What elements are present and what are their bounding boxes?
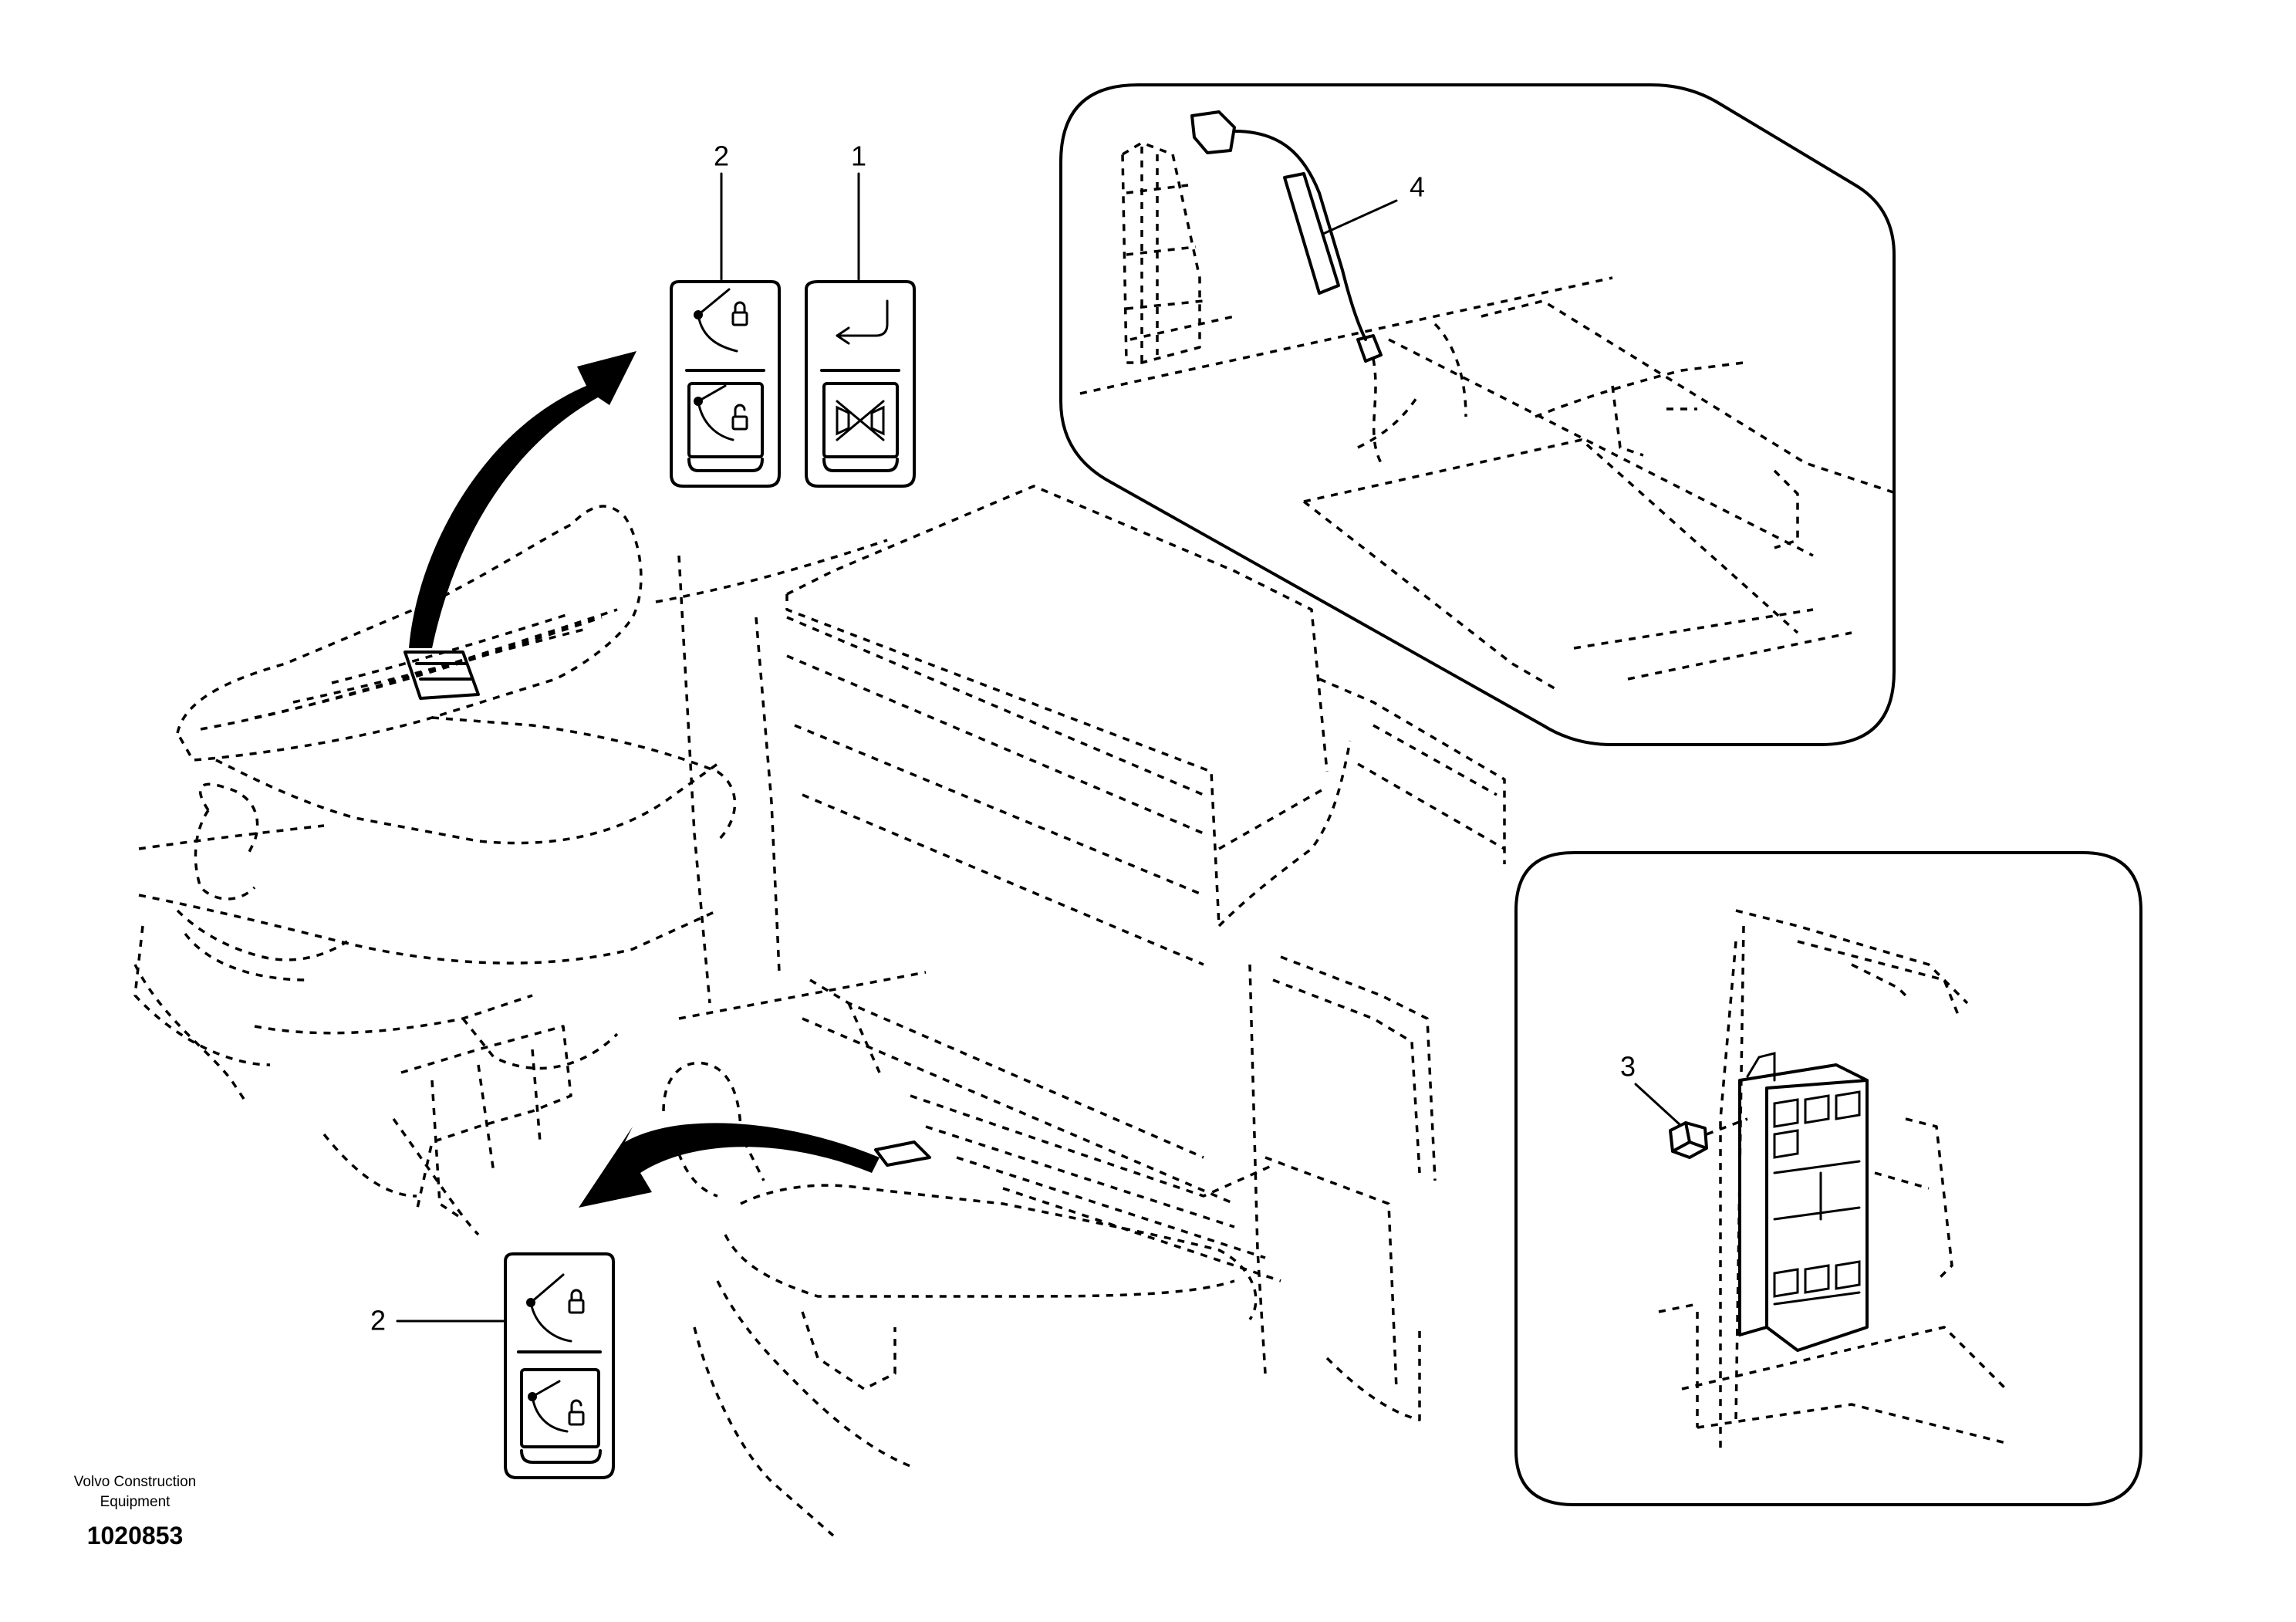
switch-item-2-top xyxy=(670,280,781,488)
leader-item-3 xyxy=(1634,1083,1682,1127)
arrow-down-left xyxy=(579,1123,880,1208)
arrow-up-left xyxy=(409,351,636,648)
cab-outline xyxy=(133,485,1506,1537)
callout-item-2-top: 2 xyxy=(714,140,729,172)
company-line-1: Volvo Construction xyxy=(73,1474,197,1490)
leader-item-4 xyxy=(1322,199,1398,235)
company-name: Volvo Construction Equipment xyxy=(46,1472,224,1512)
detail-view-top xyxy=(1059,83,1899,746)
switch-on-console-right xyxy=(874,1140,931,1167)
switch-item-1 xyxy=(805,280,916,488)
callout-item-1: 1 xyxy=(851,140,866,172)
company-line-2: Equipment xyxy=(100,1494,171,1510)
callout-item-2-bottom: 2 xyxy=(370,1305,386,1336)
switch-on-console-left xyxy=(403,650,480,700)
drawing-number: 1020853 xyxy=(86,1522,184,1549)
callout-item-3: 3 xyxy=(1620,1051,1636,1083)
switch-item-2-bottom xyxy=(504,1252,615,1479)
detail-view-bottom xyxy=(1514,851,2142,1506)
callout-item-4: 4 xyxy=(1410,171,1425,203)
